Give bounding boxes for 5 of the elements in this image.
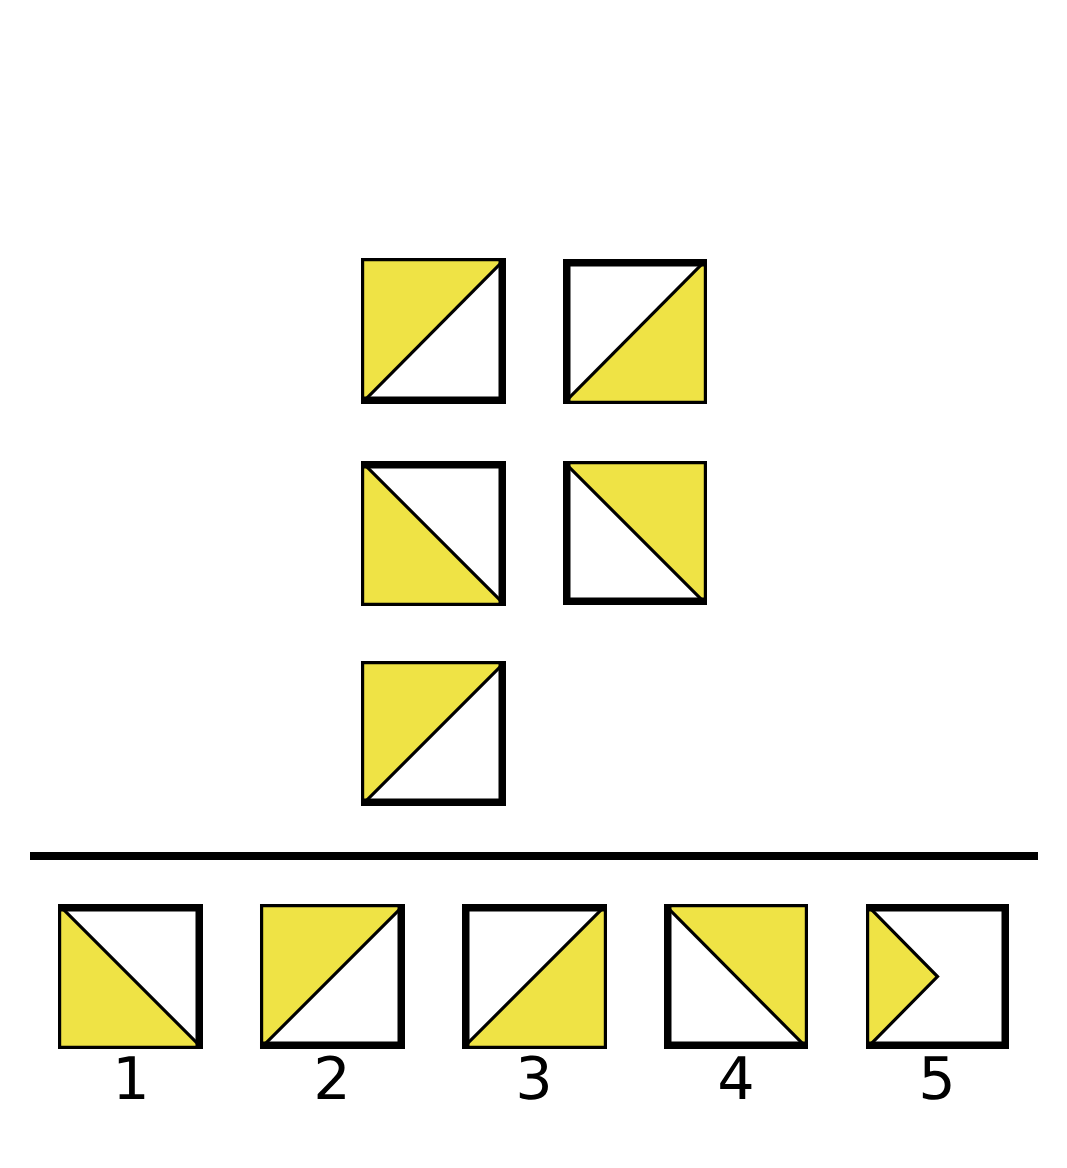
- option-number: 2: [317, 1055, 345, 1099]
- option-number: 5: [922, 1056, 951, 1100]
- option-number: 3: [519, 1055, 548, 1100]
- option-number: 1: [118, 1056, 145, 1099]
- option-number: 4: [720, 1056, 752, 1099]
